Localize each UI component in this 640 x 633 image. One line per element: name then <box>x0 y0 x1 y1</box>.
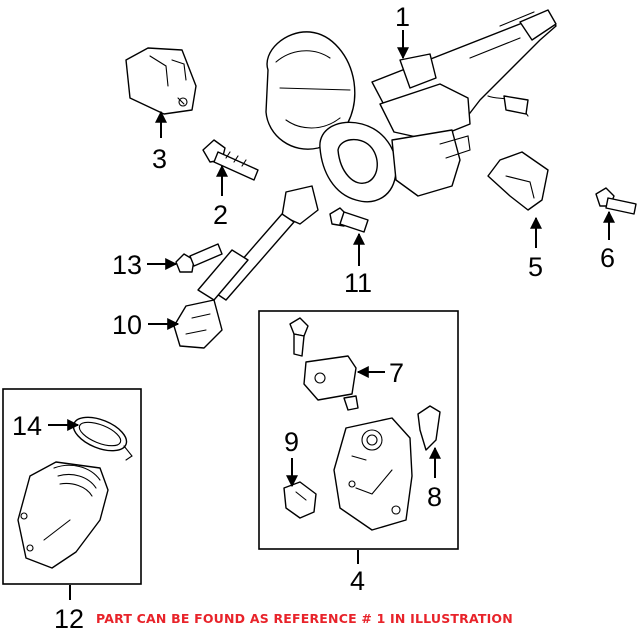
callout-13: 13 <box>112 250 142 280</box>
bolt-6 <box>595 187 637 215</box>
part-12-group-box <box>2 388 142 585</box>
column-cover <box>487 151 549 211</box>
callout-5: 5 <box>528 252 543 282</box>
column-boot <box>17 461 109 569</box>
callout-14: 14 <box>12 411 42 441</box>
callout-12: 12 <box>54 604 84 633</box>
part-4-contents <box>283 317 441 531</box>
bolt-2 <box>202 139 259 181</box>
callout-9: 9 <box>284 427 299 457</box>
callout-6: 6 <box>600 243 615 273</box>
bolt-13 <box>175 243 223 273</box>
callout-4: 4 <box>350 566 365 596</box>
callout-8: 8 <box>427 482 442 512</box>
callout-10: 10 <box>112 310 142 340</box>
part-4-group-box <box>258 310 459 550</box>
clamp-ring <box>72 416 133 461</box>
callout-2: 2 <box>213 200 228 230</box>
callout-1: 1 <box>395 2 410 32</box>
bolt-11 <box>329 207 369 233</box>
callout-11: 11 <box>344 268 372 298</box>
reference-note: PART CAN BE FOUND AS REFERENCE # 1 IN IL… <box>96 611 513 626</box>
column-bracket <box>125 47 197 115</box>
intermediate-shaft <box>173 185 319 349</box>
callout-leaders <box>48 30 615 600</box>
callout-3: 3 <box>152 144 167 174</box>
callout-7: 7 <box>389 358 404 388</box>
steering-column-assembly <box>265 9 557 203</box>
